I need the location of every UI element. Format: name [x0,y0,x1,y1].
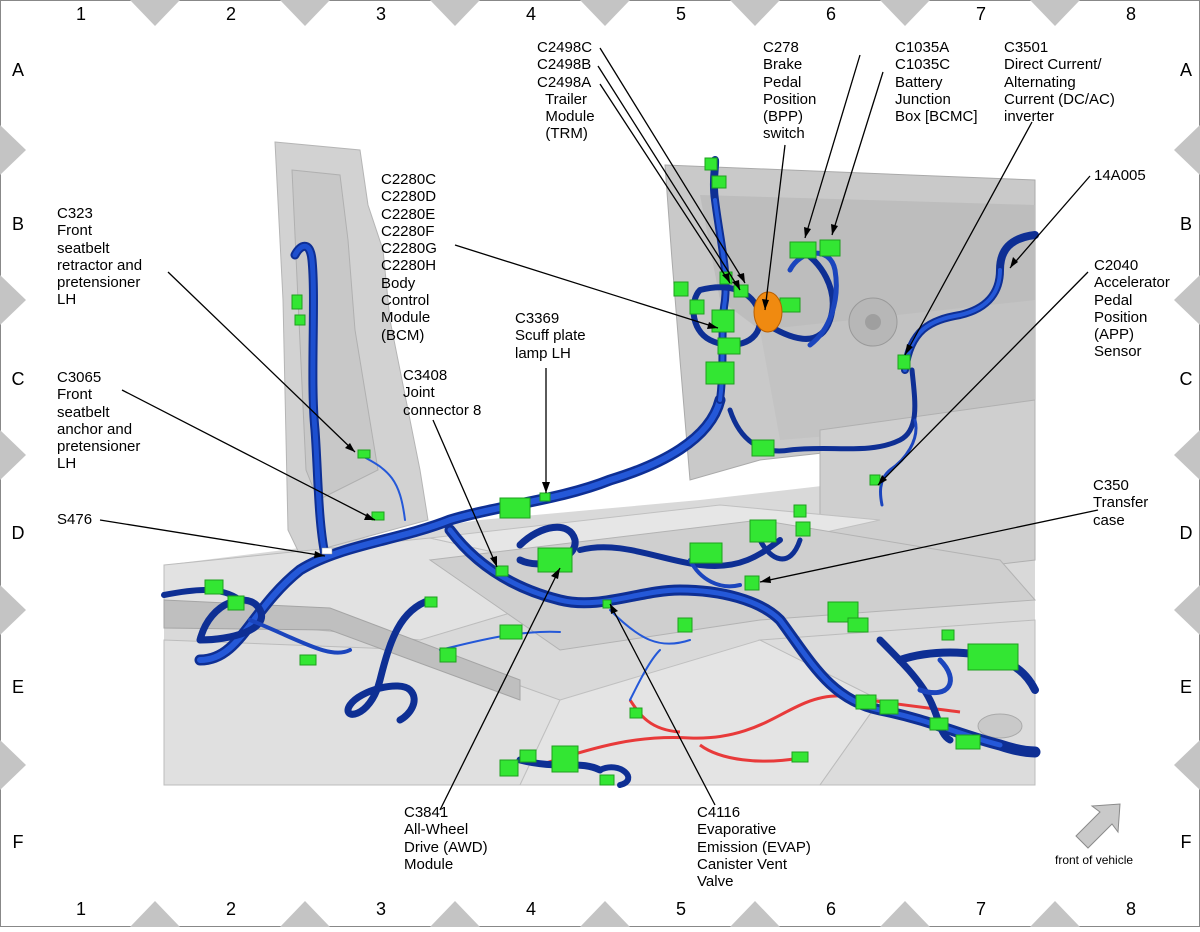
leader-arrowheads [314,224,1018,614]
grid-row-left: E [11,677,24,697]
grid-column-top: 4 [525,4,536,24]
grid-row-left: D [11,523,25,543]
border-triangle-top [280,0,330,26]
callout-c1035-battery-junction-box: C1035A C1035C Battery Junction Box [BCMC… [895,39,978,126]
callout-c3369-scuff-plate-lamp: C3369 Scuff plate lamp LH [515,310,586,362]
grid-row-left: C [11,369,25,389]
grid-column-bottom: 7 [975,899,986,919]
border-triangle-left [0,275,26,325]
grid-column-bottom: 6 [825,899,836,919]
grid-column-top: 1 [75,4,86,24]
callout-c2498-trailer-module: C2498C C2498B C2498A Trailer Module (TRM… [537,39,595,143]
border-triangle-right [1174,275,1200,325]
callout-c350-transfer-case: C350 Transfer case [1093,477,1149,529]
border-triangle-bottom [730,901,780,927]
border-triangle-left [0,585,26,635]
border-triangle-right [1174,740,1200,790]
border-triangle-left [0,430,26,480]
grid-row-left: F [12,832,24,852]
front-of-vehicle-label: front of vehicle [1055,853,1134,867]
splice-s476-mark [321,547,333,555]
leader-lines [99,47,1099,811]
grid-column-bottom: 4 [525,899,536,919]
grid-column-top: 6 [825,4,836,24]
border-triangle-bottom [1030,901,1080,927]
grid-column-bottom: 3 [375,899,386,919]
border-triangle-top [130,0,180,26]
grid-column-top: 8 [1125,4,1136,24]
callout-c2040-app-sensor: C2040 Accelerator Pedal Position (APP) S… [1094,257,1170,361]
callout-c2280-bcm: C2280C C2280D C2280E C2280F C2280G C2280… [381,171,437,344]
bpp-switch-component [753,291,783,333]
grid-column-top: 7 [975,4,986,24]
grid-row-right: A [1179,60,1192,80]
callout-s476-splice: S476 [57,511,93,528]
border-triangle-bottom [580,901,630,927]
border-triangle-bottom [130,901,180,927]
grid-column-top: 3 [375,4,386,24]
callout-c278-bpp-switch: C278 Brake Pedal Position (BPP) switch [763,39,817,143]
callout-c3408-joint-connector: C3408 Joint connector 8 [403,367,482,419]
grid-row-left: A [11,60,24,80]
grid-row-right: B [1179,214,1192,234]
border-triangle-top [430,0,480,26]
border-triangle-top [1030,0,1080,26]
grid-column-top: 5 [675,4,686,24]
grid-column-bottom: 5 [675,899,686,919]
grid-column-bottom: 1 [75,899,86,919]
grid-column-bottom: 2 [225,899,236,919]
border-triangle-bottom [880,901,930,927]
connectors [204,157,1019,786]
callout-c4116-evap-valve: C4116 Evaporative Emission (EVAP) Canist… [697,804,811,891]
grid-row-right: C [1179,369,1193,389]
callout-14a005: 14A005 [1094,167,1146,184]
callout-c3501-dcac-inverter: C3501 Direct Current/ Alternating Curren… [1004,39,1115,126]
border-triangle-top [580,0,630,26]
border-triangle-bottom [430,901,480,927]
border-triangle-top [880,0,930,26]
border-triangle-right [1174,430,1200,480]
border-triangle-right [1174,585,1200,635]
grid-row-right: D [1179,523,1193,543]
grid-row-right: F [1180,832,1192,852]
callout-c3065-seatbelt-anchor: C3065 Front seatbelt anchor and pretensi… [57,369,141,473]
border-triangle-bottom [280,901,330,927]
grid-column-top: 2 [225,4,236,24]
grid-column-bottom: 8 [1125,899,1136,919]
border-triangle-left [0,125,26,175]
border-triangle-right [1174,125,1200,175]
border-triangle-left [0,740,26,790]
border-triangle-top [730,0,780,26]
front-arrow-icon [1075,803,1121,849]
callout-c323-seatbelt-retractor: C323 Front seatbelt retractor and preten… [57,205,143,309]
grid-row-right: E [1179,677,1192,697]
callout-c3841-awd-module: C3841 All-Wheel Drive (AWD) Module [404,804,488,873]
grid-row-left: B [11,214,24,234]
